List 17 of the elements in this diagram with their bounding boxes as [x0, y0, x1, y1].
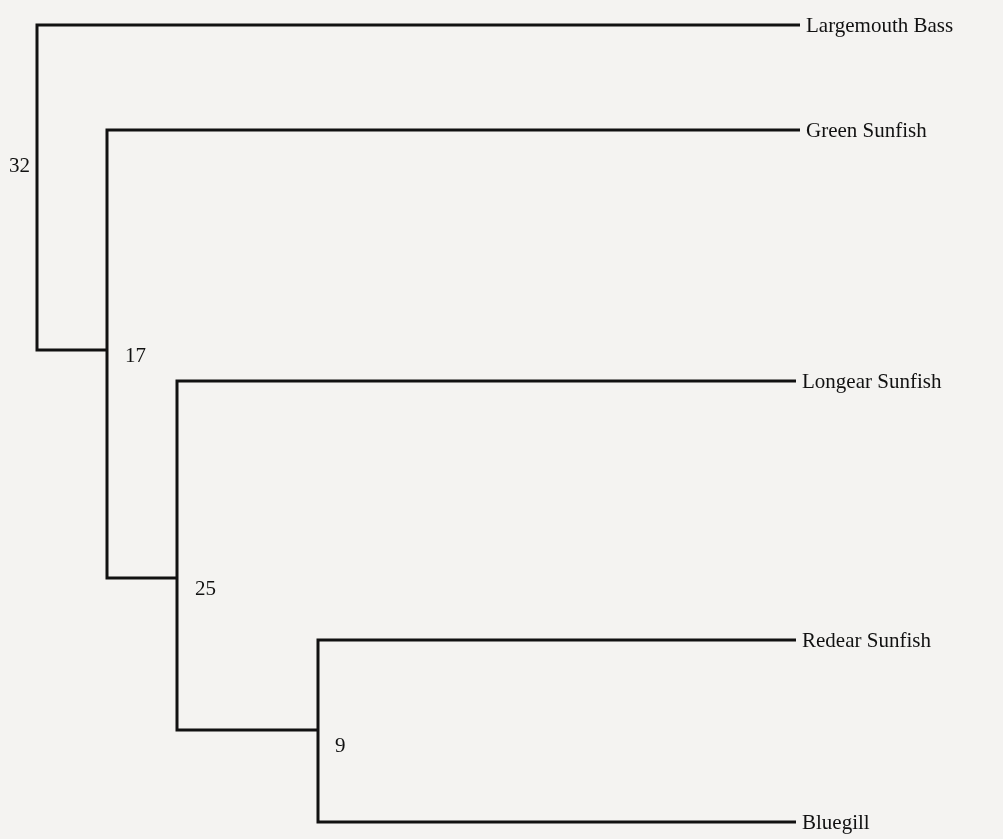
tree-branch [175, 578, 318, 732]
branch-value: 32 [9, 153, 30, 177]
species-label: Largemouth Bass [806, 13, 954, 37]
tree-branch [35, 23, 800, 165]
tree-branch [105, 350, 177, 580]
branch-value: 9 [335, 733, 346, 757]
tree-branch [105, 128, 800, 350]
branch-value: 25 [195, 576, 216, 600]
species-label: Longear Sunfish [802, 369, 942, 393]
branch-value: 17 [125, 343, 146, 367]
tree-branch [316, 730, 796, 824]
species-label: Redear Sunfish [802, 628, 931, 652]
species-label: Green Sunfish [806, 118, 927, 142]
tree-branch [35, 165, 107, 352]
species-label: Bluegill [802, 810, 870, 834]
tree-branch [316, 638, 796, 730]
tree-branch [175, 379, 796, 578]
